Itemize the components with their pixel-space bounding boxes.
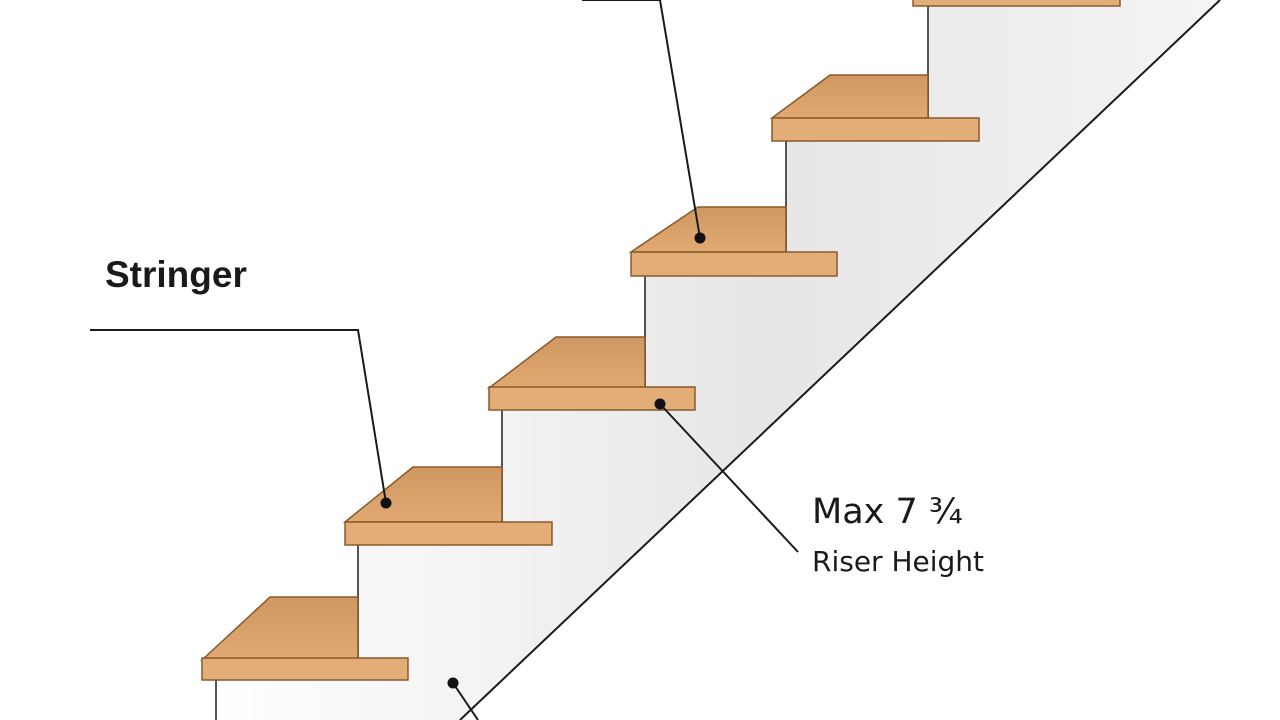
tread-4	[628, 206, 838, 277]
riser-leader-dot	[654, 398, 666, 410]
stringer-body	[216, 0, 1220, 720]
bottom-leader-line	[452, 682, 479, 720]
tread-6	[912, 0, 1121, 7]
tread-5	[769, 74, 980, 142]
riser-max-label: Max 7 ¾	[812, 492, 963, 532]
tread-leader-line	[659, 0, 701, 239]
leader-lines	[90, 0, 799, 720]
leader-dots	[380, 232, 706, 689]
stringer-leader-line	[90, 329, 387, 504]
riser-height-label: Riser Height	[812, 545, 985, 578]
tread-3	[486, 336, 696, 411]
tread-leader-dot	[694, 232, 706, 244]
bottom-leader-dot	[447, 677, 459, 689]
tread-1	[200, 596, 409, 681]
tread-2	[342, 466, 553, 546]
riser-leader-line	[659, 403, 799, 553]
stringer-label: Stringer	[105, 254, 247, 295]
stringer-leader-dot	[380, 497, 392, 509]
stringer-edge-line	[459, 0, 1221, 720]
